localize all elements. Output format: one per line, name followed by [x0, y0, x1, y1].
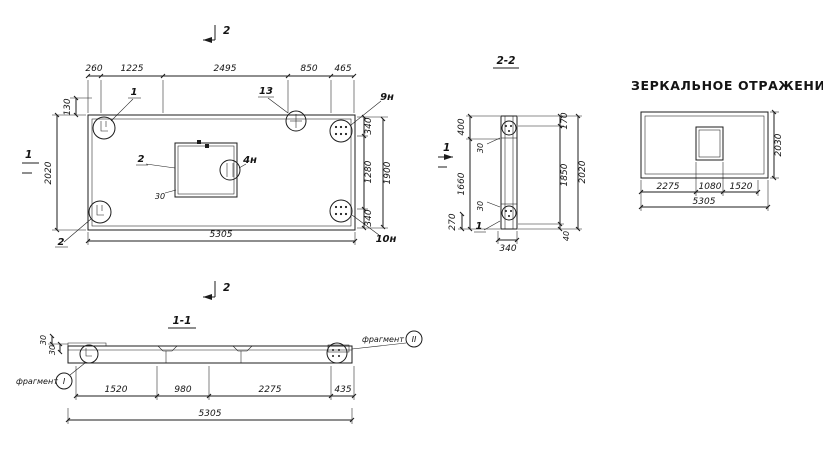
s22-dims-right: 170 1850 40 2020 — [518, 112, 588, 241]
dim-label: 2030 — [774, 133, 784, 156]
callout-label: 10н — [376, 234, 397, 245]
callout-label: 13 — [259, 86, 273, 97]
s11-fragment-right: фрагмент II — [351, 330, 423, 350]
section-title: 2-2 — [497, 55, 516, 67]
dim-label: 1520 — [730, 182, 753, 192]
dim-label: 2020 — [578, 160, 588, 183]
s11-section-mark: 2 — [223, 282, 230, 294]
s11-dims-bottom: 1520 980 2275 435 5305 — [65, 366, 357, 424]
plan-anchor-detail-top-left — [92, 116, 116, 140]
dim-label: 270 — [448, 213, 458, 230]
plan-dim-left: 130 2020 — [44, 95, 92, 233]
dim-label: 340 — [364, 209, 374, 226]
dim-label: 5305 — [199, 409, 222, 419]
fragment-label: фрагмент — [16, 377, 58, 386]
callout-label: 9н — [380, 92, 394, 103]
callout-label: 4н — [242, 155, 257, 166]
s11-fragment-left: фрагмент I — [16, 362, 86, 390]
dim-label: 1080 — [699, 182, 722, 192]
dim-label: 850 — [300, 64, 317, 74]
dim-label: 40 — [562, 231, 571, 241]
plan-embed-detail-bottom-right — [329, 199, 353, 223]
dim-label: 30 — [39, 335, 48, 345]
dim-label: 170 — [560, 112, 570, 129]
dim-label: 30 — [476, 143, 485, 153]
plan-opening — [174, 140, 241, 198]
mirror-view: ЗЕРКАЛЬНОЕ ОТРАЖЕНИЕ 2030 2275 1080 1520… — [631, 78, 823, 211]
dim-label: 30 — [476, 201, 485, 211]
dim-label: 2275 — [259, 385, 282, 395]
callout-label: 2 — [58, 237, 65, 248]
s11-body — [67, 342, 353, 364]
mirror-panel-outline — [640, 111, 769, 179]
dim-label: 400 — [457, 118, 467, 135]
dim-label: 1520 — [105, 385, 128, 395]
plan-section-mark-top: 2 — [223, 25, 230, 37]
s11-dims-left: 30 30 — [39, 333, 68, 355]
plan-callouts: 1 13 9н 10н 2 2 4н 30 — [55, 86, 397, 248]
dim-label: 435 — [334, 385, 351, 395]
dim-label: 1900 — [383, 161, 393, 184]
dim-label: 1660 — [457, 172, 467, 195]
section-2-2-view: 2-2 1 400 1660 30 3 — [438, 55, 588, 254]
dim-label: 1850 — [560, 163, 570, 186]
dim-label: 5305 — [693, 197, 716, 207]
mirror-title: ЗЕРКАЛЬНОЕ ОТРАЖЕНИЕ — [631, 78, 823, 93]
callout-label: 1 — [131, 87, 138, 98]
s22-section-mark: 1 — [443, 142, 450, 154]
dim-label: 980 — [174, 385, 191, 395]
plan-dim-bottom: 5305 — [85, 230, 358, 245]
plan-dim-top: 260 1225 2495 850 465 — [85, 64, 357, 113]
dim-label: 1225 — [121, 64, 144, 74]
dim-label: 30 — [48, 345, 57, 355]
dim-label: 1280 — [364, 160, 374, 183]
dim-label: 2020 — [44, 161, 54, 184]
dim-label: 5305 — [210, 230, 233, 240]
s22-dim-bottom: 340 1 — [474, 220, 520, 254]
s22-dims-left: 400 1660 30 30 270 — [448, 113, 501, 232]
mirror-dims-bottom: 2275 1080 1520 5305 — [638, 162, 771, 211]
dim-label: 260 — [85, 64, 102, 74]
dim-label: 465 — [334, 64, 351, 74]
plan-section-mark-left: 1 — [25, 149, 32, 161]
plan-top-edge-detail — [285, 110, 307, 132]
section-title: 1-1 — [173, 315, 192, 327]
dim-label: 2275 — [657, 182, 680, 192]
fragment-label: фрагмент — [362, 335, 404, 344]
plan-anchor-detail-bottom-left — [88, 200, 112, 224]
section-1-1-view: 2 1-1 фрагмент II фрагмент — [16, 281, 423, 424]
fragment-number: I — [63, 377, 66, 386]
mirror-dim-right: 2030 — [770, 109, 784, 181]
dim-label: 340 — [364, 117, 374, 134]
dim-label: 130 — [63, 98, 73, 115]
mirror-opening — [695, 126, 724, 161]
plan-panel-outline — [87, 114, 356, 231]
dim-label: 2495 — [214, 64, 237, 74]
fragment-number: II — [412, 335, 417, 344]
s22-body — [500, 115, 518, 230]
callout-label: 1 — [476, 221, 483, 232]
plan-embed-detail-top-right — [329, 119, 353, 143]
dim-label: 30 — [155, 192, 165, 201]
dim-label: 340 — [499, 244, 516, 254]
callout-label: 2 — [138, 154, 145, 165]
plan-view: 2 1 — [22, 25, 397, 248]
plan-dim-right: 340 1280 340 1900 — [357, 114, 393, 231]
